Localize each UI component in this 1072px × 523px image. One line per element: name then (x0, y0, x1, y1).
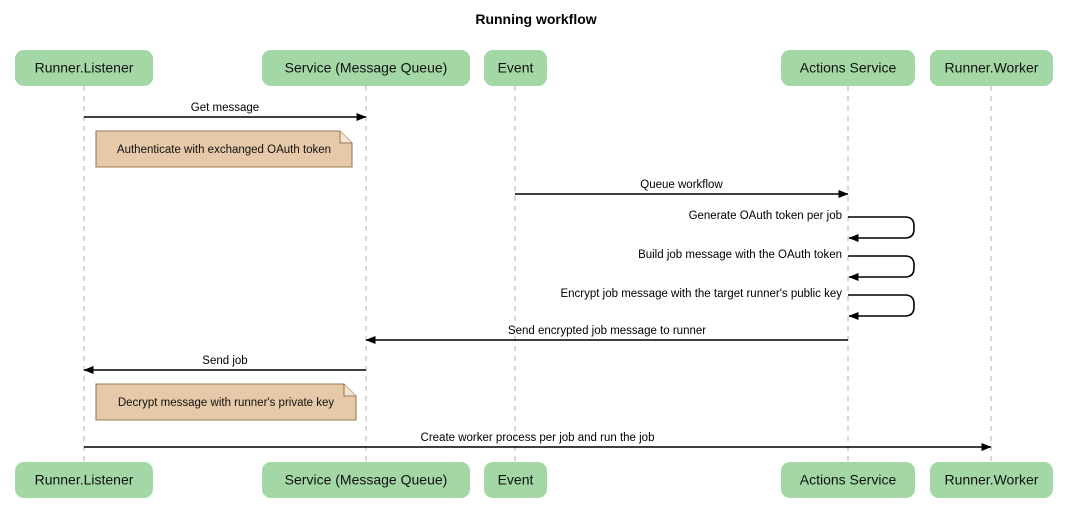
participant-box-runner-listener[interactable] (15, 50, 153, 86)
participant-box-service-message-queue[interactable] (262, 50, 470, 86)
participant-label-event: Event (498, 60, 534, 76)
message-loop-encrypt-job-message-target-runner-public-key (848, 294, 915, 320)
message-label-send-job: Send job (202, 355, 247, 367)
page-title: Running workflow (475, 11, 596, 27)
message-label-send-encrypted-job-message-to-runner: Send encrypted job message to runner (508, 325, 706, 337)
participant-box-runner-worker[interactable] (930, 462, 1053, 498)
note-authenticate-body (95, 130, 353, 168)
note-decrypt-label: Decrypt message with runner's private ke… (118, 397, 335, 409)
participant-box-actions-service[interactable] (781, 462, 915, 498)
participant-runner-worker-top[interactable]: Runner.Worker (930, 50, 1053, 86)
message-label-get-message: Get message (191, 102, 259, 114)
participant-actions-service-top[interactable]: Actions Service (781, 50, 915, 86)
message-label-create-worker-process-per-job: Create worker process per job and run th… (421, 432, 655, 444)
message-encrypt-job-message-target-runner-public-key[interactable]: Encrypt job message with the target runn… (560, 288, 915, 320)
message-label-build-job-message-with-oauth-token: Build job message with the OAuth token (638, 249, 842, 261)
message-build-job-message-with-oauth-token[interactable]: Build job message with the OAuth token (638, 249, 915, 281)
participant-box-service-message-queue[interactable] (262, 462, 470, 498)
participant-box-runner-listener[interactable] (15, 462, 153, 498)
message-queue-workflow[interactable]: Queue workflow (515, 179, 849, 198)
participant-label-service-message-queue: Service (Message Queue) (285, 472, 448, 488)
participant-label-runner-listener: Runner.Listener (35, 60, 134, 76)
participant-label-runner-worker: Runner.Worker (945, 60, 1039, 76)
participant-service-message-queue-bottom[interactable]: Service (Message Queue) (262, 462, 470, 498)
participants-bottom-group: Runner.Listener Service (Message Queue) Ev… (15, 462, 1053, 498)
participant-label-runner-worker: Runner.Worker (945, 472, 1039, 488)
message-generate-oauth-token-per-job[interactable]: Generate OAuth token per job (689, 210, 915, 242)
participant-runner-listener-top[interactable]: Runner.Listener (15, 50, 153, 86)
participant-box-runner-worker[interactable] (930, 50, 1053, 86)
participant-box-event[interactable] (484, 50, 547, 86)
participant-label-actions-service: Actions Service (800, 472, 897, 488)
message-send-job[interactable]: Send job (83, 355, 366, 374)
participant-label-actions-service: Actions Service (800, 60, 897, 76)
participant-box-actions-service[interactable] (781, 50, 915, 86)
message-label-generate-oauth-token-per-job: Generate OAuth token per job (689, 210, 842, 222)
note-decrypt-fold-corner-icon (343, 384, 356, 397)
note-authenticate[interactable]: Authenticate with exchanged OAuth token (95, 130, 353, 168)
participant-runner-worker-bottom[interactable]: Runner.Worker (930, 462, 1053, 498)
note-authenticate-fold-corner-icon (339, 131, 352, 144)
message-loop-generate-oauth-token-per-job (848, 216, 915, 242)
message-create-worker-process-per-job[interactable]: Create worker process per job and run th… (84, 432, 992, 451)
participant-service-message-queue-top[interactable]: Service (Message Queue) (262, 50, 470, 86)
message-get-message[interactable]: Get message (84, 102, 367, 121)
note-decrypt-body (95, 383, 357, 421)
participant-event-top[interactable]: Event (484, 50, 547, 86)
participant-label-event: Event (498, 472, 534, 488)
message-label-encrypt-job-message-target-runner-public-key: Encrypt job message with the target runn… (560, 288, 842, 300)
participant-actions-service-bottom[interactable]: Actions Service (781, 462, 915, 498)
participants-top-group: Runner.Listener Service (Message Queue) Ev… (15, 50, 1053, 86)
participant-label-runner-listener: Runner.Listener (35, 472, 134, 488)
participant-box-event[interactable] (484, 462, 547, 498)
lifelines-group (83, 86, 992, 462)
message-loop-build-job-message-with-oauth-token (848, 255, 915, 281)
note-authenticate-label: Authenticate with exchanged OAuth token (117, 144, 331, 156)
participant-label-service-message-queue: Service (Message Queue) (285, 60, 448, 76)
message-send-encrypted-job-message-to-runner[interactable]: Send encrypted job message to runner (365, 325, 848, 344)
participant-runner-listener-bottom[interactable]: Runner.Listener (15, 462, 153, 498)
participant-event-bottom[interactable]: Event (484, 462, 547, 498)
message-label-queue-workflow: Queue workflow (640, 179, 723, 191)
note-decrypt[interactable]: Decrypt message with runner's private ke… (95, 383, 357, 421)
notes-group: Authenticate with exchanged OAuth tokenD… (95, 130, 357, 421)
